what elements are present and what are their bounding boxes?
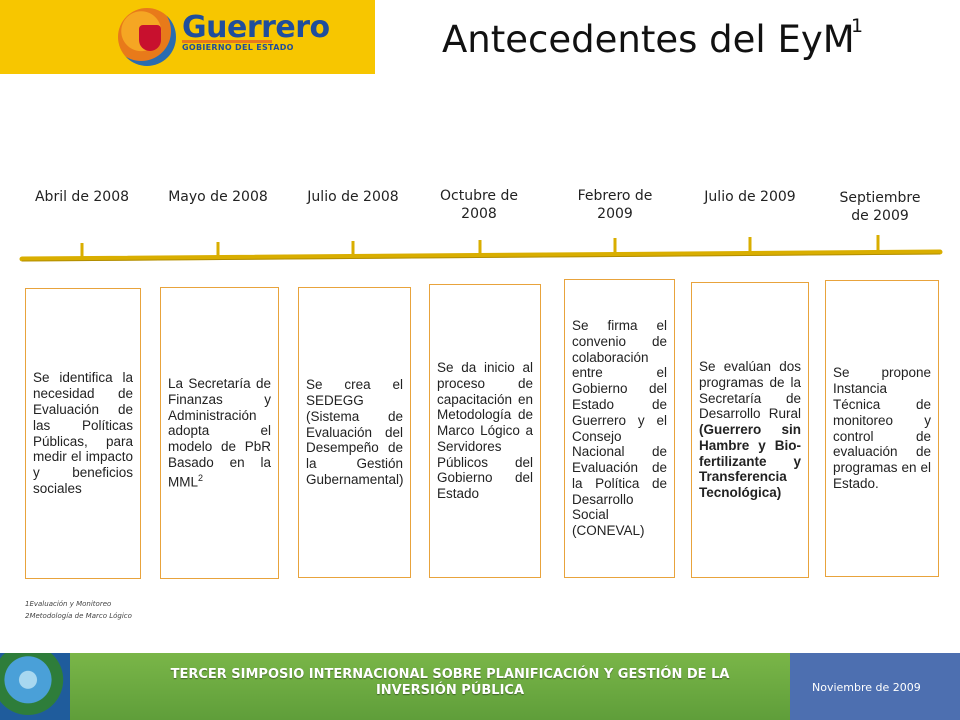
card-text: Se identifica la necesidad de Evaluación… bbox=[33, 370, 133, 496]
timeline-date: Mayo de 2008 bbox=[168, 189, 268, 205]
title-superscript: 1 bbox=[851, 15, 864, 37]
logo-banner: Guerrero GOBIERNO DEL ESTADO bbox=[0, 0, 375, 74]
card-superscript: 2 bbox=[198, 472, 204, 483]
footer-bar bbox=[70, 653, 790, 720]
card-text: Se propone Instancia Técnica de monitore… bbox=[833, 365, 931, 491]
timeline-date: Julio de 2008 bbox=[307, 189, 399, 205]
timeline-card: Se crea el SEDEGG (Sistema de Evaluación… bbox=[298, 287, 411, 578]
card-text: Se firma el convenio de colaboración ent… bbox=[572, 317, 667, 539]
timeline-date: Septiembre de 2009 bbox=[839, 190, 921, 224]
card-text: Se evalúan dos programas de la Secretarí… bbox=[699, 358, 801, 501]
timeline-date: Julio de 2009 bbox=[704, 189, 796, 205]
footer-event: TERCER SIMPOSIO INTERNACIONAL SOBRE PLAN… bbox=[170, 667, 730, 698]
timeline-date: Febrero de 2009 bbox=[577, 188, 653, 222]
logo-text: Guerrero bbox=[182, 10, 330, 45]
timeline-card: Se da inicio al proceso de capacitación … bbox=[429, 284, 541, 578]
card-text: La Secretaría de Finanzas y Administraci… bbox=[168, 375, 271, 490]
seal-icon bbox=[139, 25, 161, 51]
logo-subtitle: GOBIERNO DEL ESTADO bbox=[182, 43, 294, 52]
timeline-date: Abril de 2008 bbox=[34, 189, 130, 205]
timeline-card: La Secretaría de Finanzas y Administraci… bbox=[160, 287, 279, 579]
page-title: Antecedentes del EyM bbox=[442, 18, 855, 61]
timeline-date: Octubre de 2008 bbox=[440, 188, 518, 222]
timeline-card: Se identifica la necesidad de Evaluación… bbox=[25, 288, 141, 579]
timeline-card: Se firma el convenio de colaboración ent… bbox=[564, 279, 675, 578]
globe-icon bbox=[0, 653, 70, 720]
footer-date: Noviembre de 2009 bbox=[812, 681, 921, 694]
card-bold-text: (Guerrero sin Hambre y Bio-fertilizante … bbox=[699, 422, 801, 501]
timeline-card: Se evalúan dos programas de la Secretarí… bbox=[691, 282, 809, 578]
timeline-card: Se propone Instancia Técnica de monitore… bbox=[825, 280, 939, 577]
card-text: Se da inicio al proceso de capacitación … bbox=[437, 359, 533, 502]
logo-underline bbox=[182, 40, 272, 43]
footer-date-bar bbox=[790, 653, 960, 720]
card-text: Se crea el SEDEGG (Sistema de Evaluación… bbox=[306, 377, 404, 487]
timeline-line bbox=[19, 235, 943, 262]
footnote: 2Metodología de Marco Lógico bbox=[25, 612, 132, 620]
footnote: 1Evaluación y Monitoreo bbox=[25, 600, 112, 608]
